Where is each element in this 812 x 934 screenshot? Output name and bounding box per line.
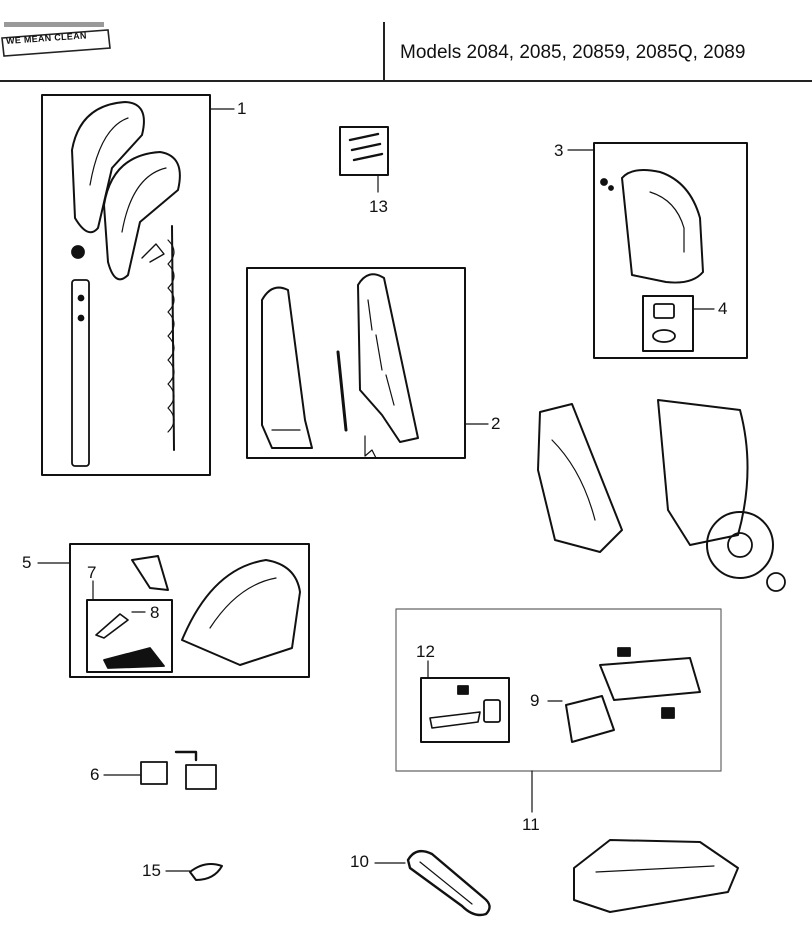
models-title: Models 2084, 2085, 20859, 2085Q, 2089 bbox=[400, 42, 746, 63]
box-part-3 bbox=[593, 142, 748, 359]
box-part-13 bbox=[339, 126, 389, 176]
callout-12: 12 bbox=[416, 642, 435, 661]
box-part-7 bbox=[86, 599, 173, 673]
box-part-2 bbox=[246, 267, 466, 459]
callout-3: 3 bbox=[554, 141, 564, 160]
part-15-cord-clip bbox=[189, 863, 223, 881]
box-part-11 bbox=[395, 608, 722, 772]
leader-lines bbox=[37, 108, 715, 872]
callout-7: 7 bbox=[87, 563, 97, 582]
part-9-nozzle-brush bbox=[565, 647, 701, 743]
part-3-clean-water-tank bbox=[600, 169, 704, 284]
part-1-handle-assembly bbox=[71, 101, 181, 467]
callout-9: 9 bbox=[530, 691, 540, 710]
part-10-brush-roll bbox=[406, 849, 491, 917]
callout-1: 1 bbox=[237, 99, 247, 118]
part-2-front-cover bbox=[261, 273, 419, 459]
part-6-latch-kit bbox=[140, 750, 217, 790]
box-part-5 bbox=[69, 543, 310, 678]
callout-5: 5 bbox=[22, 553, 32, 572]
box-part-12 bbox=[420, 677, 510, 743]
part-8-tool-insert bbox=[95, 613, 165, 669]
callout-15: 15 bbox=[142, 861, 161, 880]
callout-13: 13 bbox=[369, 197, 388, 216]
callout-2: 2 bbox=[491, 414, 501, 433]
base-housing bbox=[537, 399, 786, 592]
header-divider bbox=[383, 22, 385, 80]
callout-11: 11 bbox=[522, 815, 540, 834]
part-5-tool-assembly bbox=[131, 555, 301, 666]
callout-4: 4 bbox=[718, 299, 728, 318]
callout-6: 6 bbox=[90, 765, 100, 784]
box-part-1 bbox=[41, 94, 211, 476]
brand-logo: WE MEAN CLEAN bbox=[0, 12, 120, 62]
part-4-tank-cap bbox=[652, 303, 676, 343]
callout-10: 10 bbox=[350, 852, 369, 871]
part-12-latch-components bbox=[429, 685, 501, 729]
callout-8: 8 bbox=[150, 603, 160, 622]
header-rule bbox=[0, 80, 812, 82]
bottom-housing bbox=[573, 839, 739, 913]
brand-logo-graphic bbox=[1, 22, 111, 57]
box-part-4 bbox=[642, 295, 694, 352]
part-13-screws bbox=[348, 132, 384, 162]
